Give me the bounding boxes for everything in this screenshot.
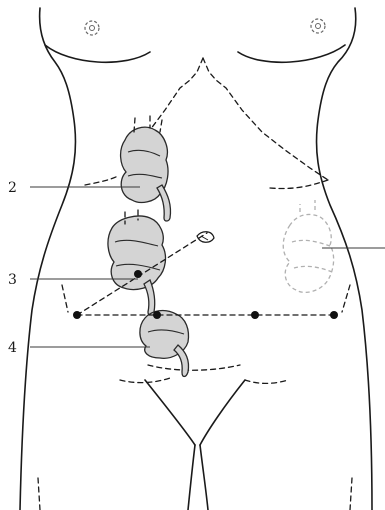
ghost-colon-icon	[283, 200, 333, 292]
colon-segment-3-icon	[108, 210, 166, 315]
nipple-left-icon	[85, 21, 99, 35]
nipple-right-icon	[311, 19, 325, 33]
point-mcburney	[134, 270, 142, 278]
point-left-asis	[73, 311, 81, 319]
rib-cage-outline	[85, 58, 328, 189]
point-right-asis	[330, 311, 338, 319]
point-line-right	[251, 311, 259, 319]
label-3: 3	[8, 272, 17, 288]
colon-segment-2-icon	[121, 116, 171, 221]
leader-lines	[30, 187, 385, 347]
label-2: 2	[8, 180, 17, 196]
colon-segment-4-icon	[140, 311, 189, 377]
point-line-left	[153, 311, 161, 319]
label-4: 4	[8, 340, 17, 356]
torso-outline	[20, 8, 372, 510]
pelvis-outline	[62, 285, 350, 383]
